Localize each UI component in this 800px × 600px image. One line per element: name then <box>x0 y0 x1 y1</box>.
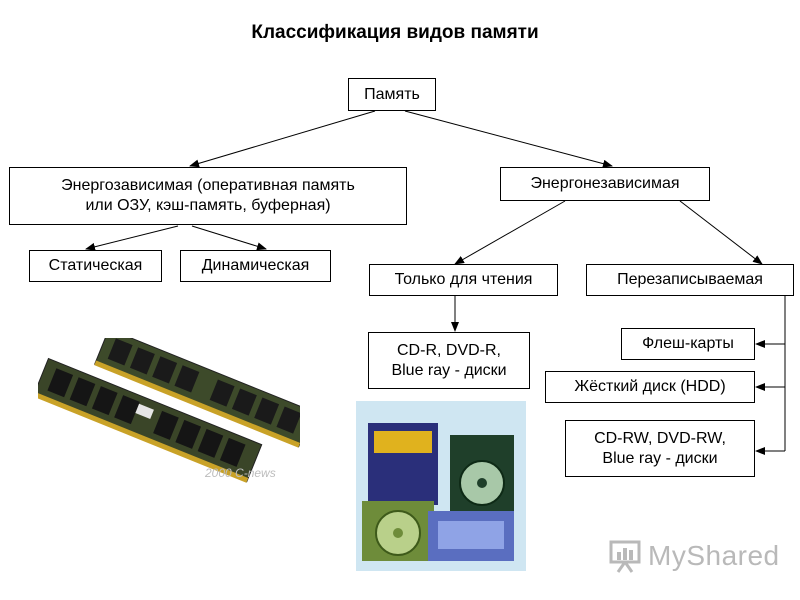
brand-text: MyShared <box>648 540 780 571</box>
node-volatile-label: Энергозависимая (оперативная память или … <box>61 177 355 214</box>
node-nonvolatile-label: Энергонезависимая <box>530 175 680 192</box>
arrow-volatile-dynamic <box>191 225 267 251</box>
node-readonly-label: Только для чтения <box>394 271 533 288</box>
node-flash-label: Флеш-карты <box>642 335 734 352</box>
node-readonly: Только для чтения <box>369 264 558 296</box>
arrow-volatile-static <box>85 225 179 251</box>
node-cd-rw: CD-RW, DVD-RW, Blue ray - диски <box>565 420 755 477</box>
node-cd-r: CD-R, DVD-R, Blue ray - диски <box>368 332 530 389</box>
node-volatile: Энергозависимая (оперативная память или … <box>9 167 407 225</box>
arrow-nonvolatile-rewritable <box>679 200 763 265</box>
ram-modules-image <box>38 338 300 483</box>
node-root-label: Память <box>364 85 420 103</box>
brand-watermark: MyShared <box>608 536 780 576</box>
node-rewritable: Перезаписываемая <box>586 264 794 296</box>
arrow-root-nonvolatile <box>404 110 613 168</box>
node-rewritable-label: Перезаписываемая <box>617 271 763 288</box>
node-hdd-label: Жёсткий диск (HDD) <box>574 378 726 395</box>
node-cd-r-label: CD-R, DVD-R, Blue ray - диски <box>391 341 507 379</box>
presentation-icon <box>609 540 641 573</box>
node-dynamic-label: Динамическая <box>201 257 310 274</box>
node-flash: Флеш-карты <box>621 328 755 360</box>
arrow-nonvolatile-readonly <box>454 200 566 265</box>
node-static: Статическая <box>29 250 162 282</box>
node-nonvolatile: Энергонезависимая <box>500 167 710 201</box>
arrow-root-volatile <box>189 110 376 168</box>
node-cd-rw-label: CD-RW, DVD-RW, Blue ray - диски <box>594 429 726 467</box>
node-dynamic: Динамическая <box>180 250 331 282</box>
discs-image <box>356 401 526 571</box>
diagram-title: Классификация видов памяти <box>251 22 539 43</box>
node-hdd: Жёсткий диск (HDD) <box>545 371 755 403</box>
ram-watermark: 2000 C-news <box>205 466 276 480</box>
node-static-label: Статическая <box>48 257 143 274</box>
node-root: Память <box>348 78 436 111</box>
